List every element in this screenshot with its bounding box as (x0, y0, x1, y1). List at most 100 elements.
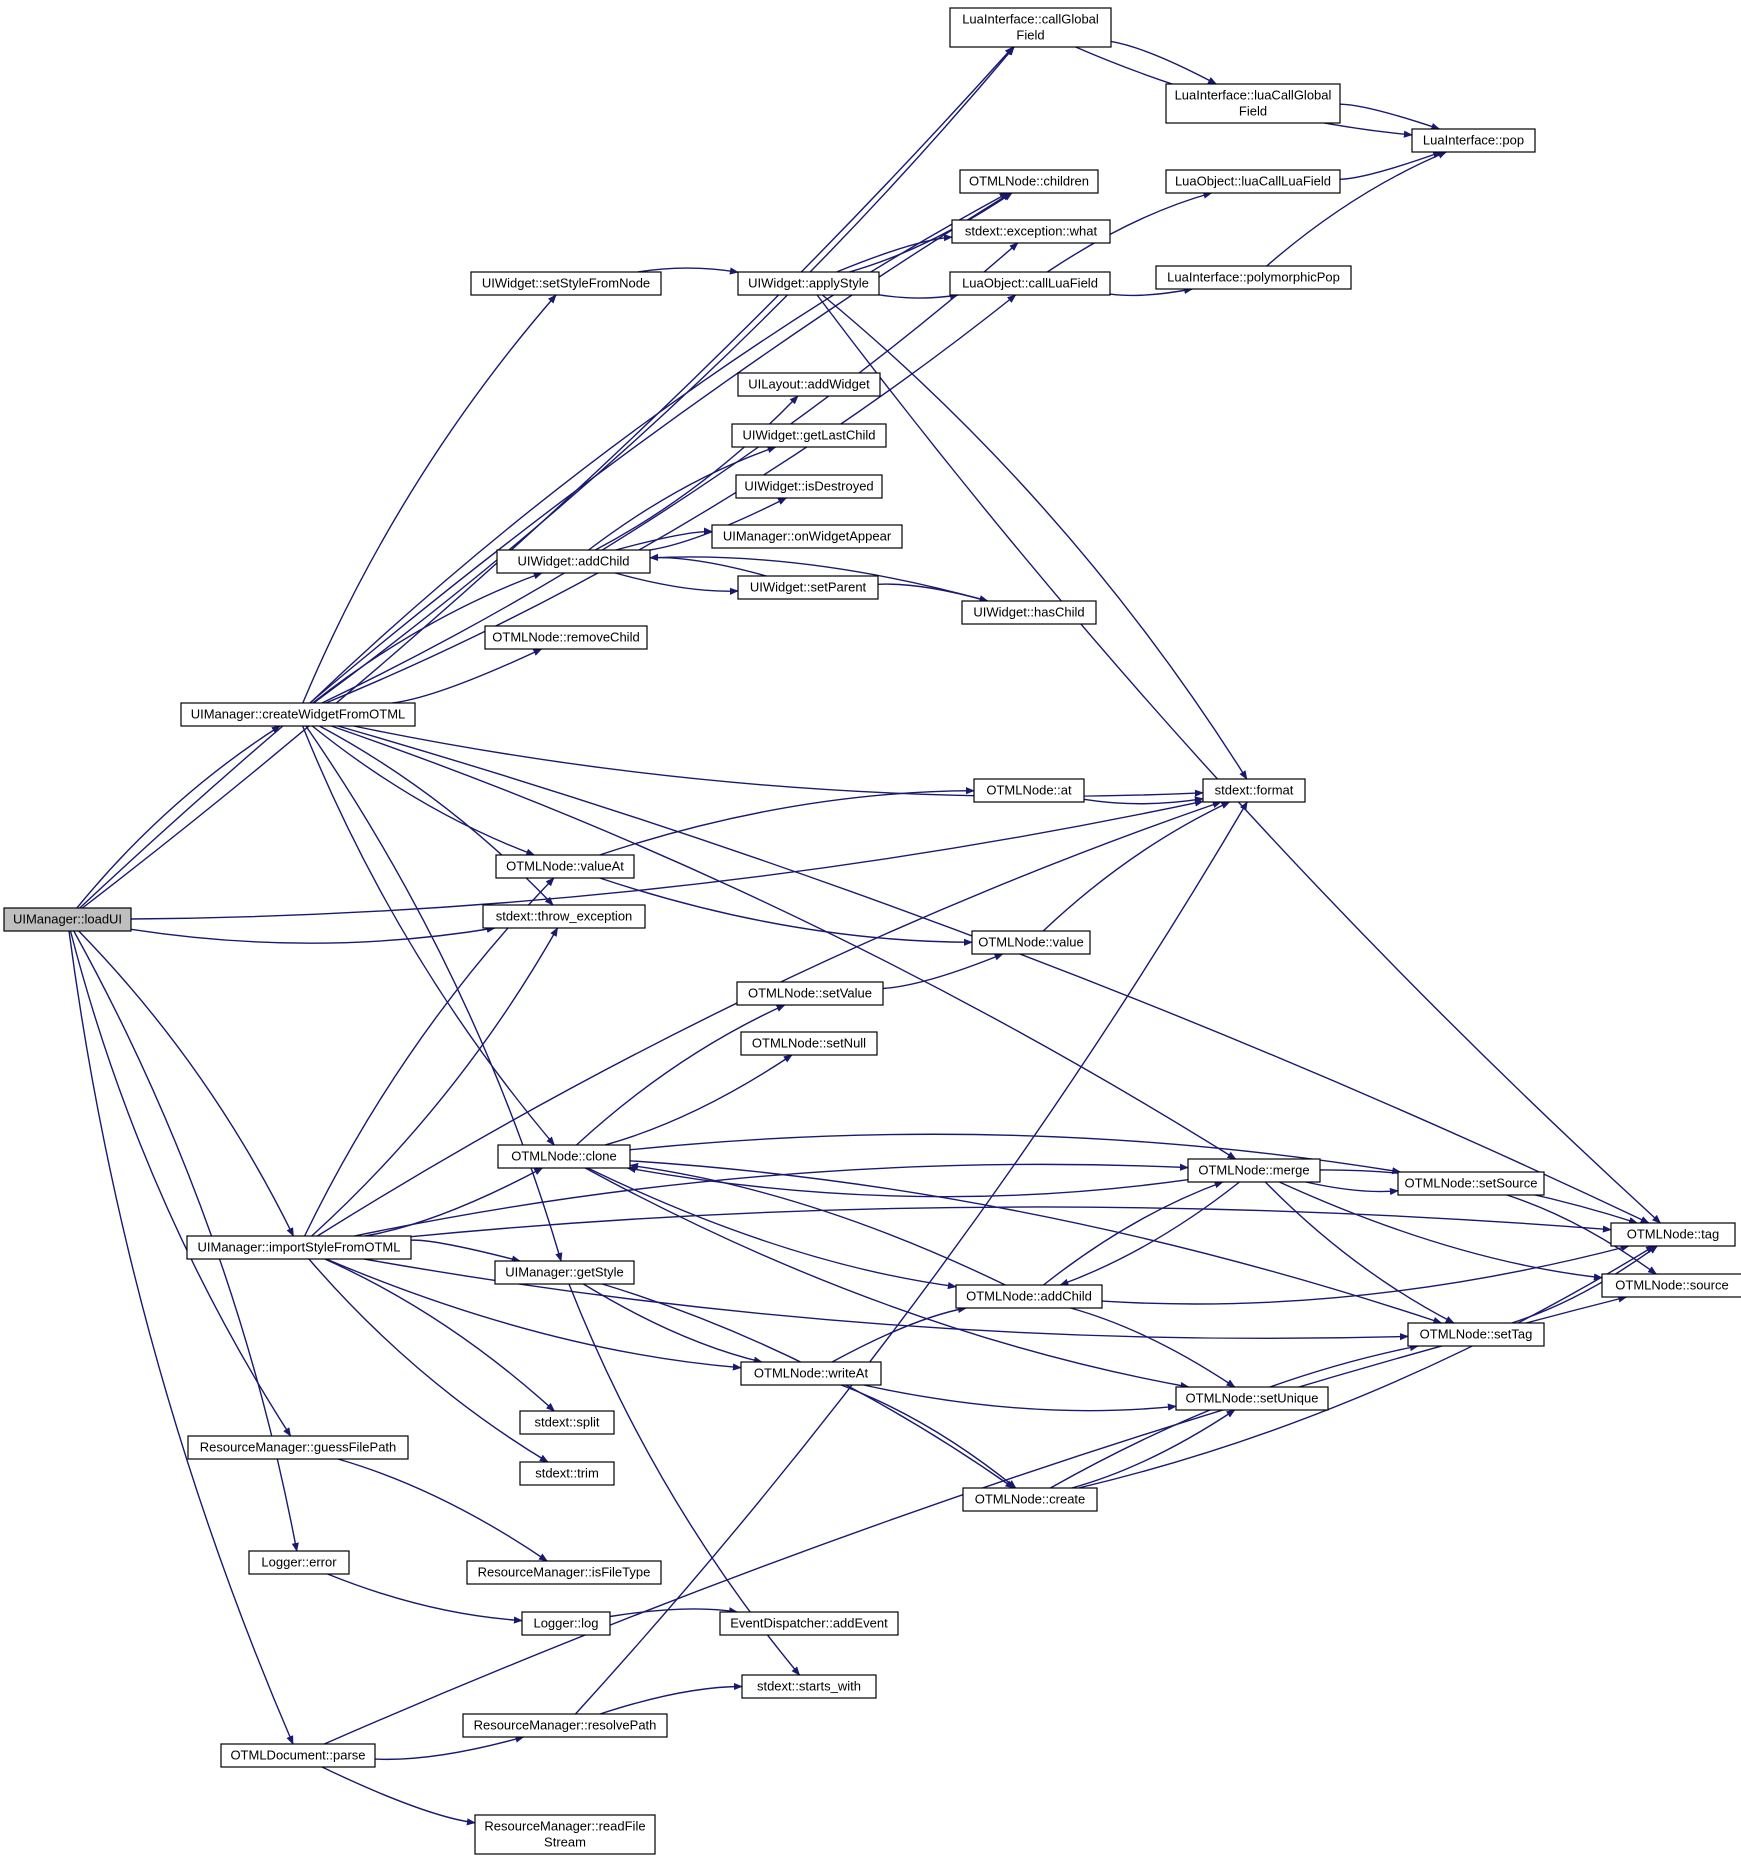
node-removeChild[interactable]: OTMLNode::removeChild (484, 625, 648, 650)
node-box-clone (497, 1144, 631, 1169)
node-addWidget[interactable]: UILayout::addWidget (737, 372, 881, 397)
node-valueAt[interactable]: OTMLNode::valueAt (495, 854, 635, 879)
node-box-children (959, 169, 1099, 194)
edge-merge-to-setTag (1264, 1181, 1455, 1324)
edge-createWidget-to-setStyleFromNode (302, 294, 557, 704)
node-importStyle[interactable]: UIManager::importStyleFromOTML (186, 1235, 412, 1260)
edge-wAddChild-to-setParent (615, 572, 739, 595)
node-box-setStyleFromNode (470, 271, 662, 296)
node-getStyle[interactable]: UIManager::getStyle (494, 1260, 635, 1285)
node-label-children: OTMLNode::children (969, 174, 1089, 189)
node-applyStyle[interactable]: UIWidget::applyStyle (737, 271, 880, 296)
node-label-applyStyle: UIWidget::applyStyle (748, 276, 869, 291)
node-box-getLastChild (731, 423, 887, 448)
node-hasChild[interactable]: UIWidget::hasChild (961, 600, 1097, 625)
node-resolvePath[interactable]: ResourceManager::resolvePath (462, 1713, 668, 1738)
edge-clone-to-setTag (629, 1160, 1443, 1324)
edge-callLuaField-to-luaCallLuaField (1046, 191, 1213, 273)
node-tag[interactable]: OTMLNode::tag (1610, 1222, 1736, 1247)
edge-create-to-tag (1078, 1245, 1655, 1489)
edge-loadUI-to-guessFilePath (69, 930, 292, 1437)
node-split[interactable]: stdext::split (519, 1410, 615, 1435)
edge-resolvePath-to-startsWith (599, 1682, 743, 1715)
node-log[interactable]: Logger::log (521, 1611, 611, 1636)
node-box-removeChild (484, 625, 648, 650)
node-value[interactable]: OTMLNode::value (971, 930, 1091, 955)
node-box-setValue (736, 981, 884, 1006)
node-setValue[interactable]: OTMLNode::setValue (736, 981, 884, 1006)
node-create[interactable]: OTMLNode::create (962, 1487, 1098, 1512)
node-loadUI[interactable]: UIManager::loadUI (3, 907, 132, 932)
node-error[interactable]: Logger::error (248, 1550, 350, 1575)
node-box-writeAt (740, 1361, 882, 1386)
edge-merge-to-clone (626, 1165, 1189, 1198)
node-label-getStyle: UIManager::getStyle (505, 1265, 624, 1280)
node-onWidgetAppear[interactable]: UIManager::onWidgetAppear (711, 524, 903, 549)
node-setParent[interactable]: UIWidget::setParent (737, 575, 879, 600)
node-polymorphicPop[interactable]: LuaInterface::polymorphicPop (1155, 265, 1352, 290)
node-at[interactable]: OTMLNode::at (973, 778, 1085, 803)
node-label-resolvePath: ResourceManager::resolvePath (474, 1718, 657, 1733)
node-callLuaField[interactable]: LuaObject::callLuaField (949, 271, 1111, 296)
edge-clone-to-nAddChild (587, 1167, 957, 1290)
node-label-removeChild: OTMLNode::removeChild (492, 630, 639, 645)
node-addEvent[interactable]: EventDispatcher::addEvent (719, 1611, 899, 1636)
node-box-trim (519, 1461, 615, 1486)
node-pop[interactable]: LuaInterface::pop (1411, 128, 1536, 153)
node-writeAt[interactable]: OTMLNode::writeAt (740, 1361, 882, 1386)
node-merge[interactable]: OTMLNode::merge (1187, 1158, 1321, 1183)
node-box-error (248, 1550, 350, 1575)
node-box-onWidgetAppear (711, 524, 903, 549)
node-setNull[interactable]: OTMLNode::setNull (740, 1031, 878, 1056)
node-setSource[interactable]: OTMLNode::setSource (1397, 1171, 1545, 1196)
node-format[interactable]: stdext::format (1202, 778, 1306, 803)
node-throwEx[interactable]: stdext::throw_exception (482, 904, 646, 929)
node-isDestroyed[interactable]: UIWidget::isDestroyed (735, 474, 883, 499)
node-what[interactable]: stdext::exception::what (951, 219, 1111, 244)
edge-loadUI-to-callGlobalField (81, 46, 1014, 909)
node-label-valueAt: OTMLNode::valueAt (506, 859, 624, 874)
edge-guessFilePath-to-isFileType (337, 1458, 548, 1562)
node-box-callGlobalField (949, 7, 1112, 48)
edge-wAddChild-to-getLastChild (588, 446, 777, 551)
node-label-addEvent: EventDispatcher::addEvent (730, 1616, 888, 1631)
edge-importStyle-to-trim (308, 1258, 549, 1463)
node-label-value: OTMLNode::value (978, 935, 1084, 950)
node-luaCallLuaField[interactable]: LuaObject::luaCallLuaField (1165, 169, 1341, 194)
edge-getStyle-to-create (602, 1283, 1015, 1489)
edge-at-to-format (1083, 796, 1204, 805)
node-getLastChild[interactable]: UIWidget::getLastChild (731, 423, 887, 448)
node-wAddChild[interactable]: UIWidget::addChild (496, 549, 651, 574)
node-source[interactable]: OTMLNode::source (1601, 1273, 1741, 1298)
node-isFileType[interactable]: ResourceManager::isFileType (466, 1560, 662, 1585)
node-clone[interactable]: OTMLNode::clone (497, 1144, 631, 1169)
node-createWidget[interactable]: UIManager::createWidgetFromOTML (180, 702, 416, 727)
edge-applyStyle-to-what (836, 234, 953, 273)
node-label-tag: OTMLNode::tag (1627, 1227, 1720, 1242)
node-setStyleFromNode[interactable]: UIWidget::setStyleFromNode (470, 271, 662, 296)
node-guessFilePath[interactable]: ResourceManager::guessFilePath (187, 1435, 409, 1460)
node-setTag[interactable]: OTMLNode::setTag (1407, 1322, 1545, 1347)
edge-parse-to-source (324, 1295, 1628, 1745)
node-nAddChild[interactable]: OTMLNode::addChild (955, 1284, 1103, 1309)
node-children[interactable]: OTMLNode::children (959, 169, 1099, 194)
node-box-setUnique (1175, 1386, 1329, 1411)
node-label-addWidget: UILayout::addWidget (748, 377, 870, 392)
node-label-setParent: UIWidget::setParent (750, 580, 867, 595)
node-box-resolvePath (462, 1713, 668, 1738)
node-box-setParent (737, 575, 879, 600)
edge-createWidget-to-merge (331, 725, 1237, 1160)
edge-merge-to-setSource (1305, 1181, 1399, 1196)
node-trim[interactable]: stdext::trim (519, 1461, 615, 1486)
edge-clone-to-setUnique (584, 1167, 1190, 1390)
edge-applyStyle-to-callLuaField (878, 292, 959, 300)
node-setUnique[interactable]: OTMLNode::setUnique (1175, 1386, 1329, 1411)
node-startsWith[interactable]: stdext::starts_with (741, 1674, 877, 1699)
edge-resolvePath-to-format (574, 801, 1248, 1715)
node-box-tag (1610, 1222, 1736, 1247)
node-label-callGlobalField: Field (1016, 28, 1044, 43)
node-parse[interactable]: OTMLDocument::parse (220, 1743, 376, 1768)
